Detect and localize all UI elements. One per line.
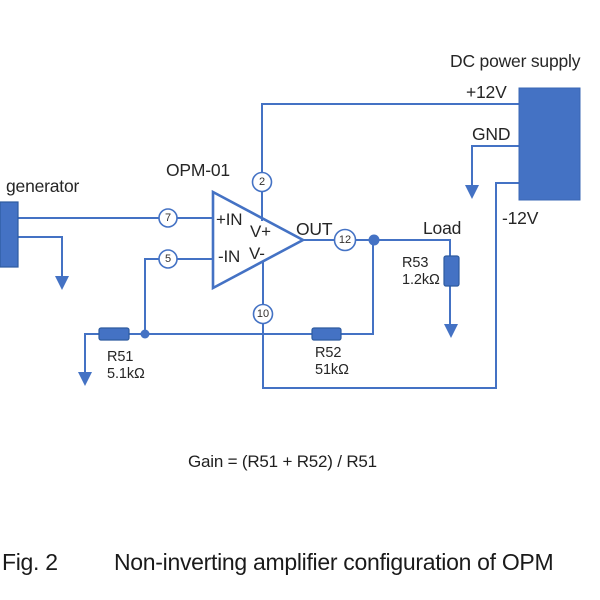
pin-circle-12 xyxy=(333,228,357,252)
power-supply-body xyxy=(518,87,581,201)
generator-label: generator xyxy=(6,176,80,196)
wire-feedback xyxy=(84,240,374,374)
plus12v-label: +12V xyxy=(466,82,507,102)
r51-value: 5.1kΩ xyxy=(107,366,145,382)
gnd-label: GND xyxy=(472,124,511,144)
r53-ref: R53 xyxy=(402,255,429,271)
junction-dot-output xyxy=(368,234,380,246)
in-minus-label: -IN xyxy=(218,247,241,266)
wire-group xyxy=(18,103,519,389)
generator-body xyxy=(0,201,19,268)
power-supply-label: DC power supply xyxy=(450,51,581,71)
pin-circle-5 xyxy=(158,249,178,269)
v-plus-label: V+ xyxy=(250,222,271,241)
wire-vplus-rail xyxy=(261,103,519,221)
r51-label: R51 5.1kΩ xyxy=(107,349,145,383)
caption-fig-number: Fig. 2 xyxy=(2,549,58,575)
gain-formula: Gain = (R51 + R52) / R51 xyxy=(188,452,377,471)
pin-number-12: 12 xyxy=(338,233,352,246)
resistor-body-r52 xyxy=(311,327,342,341)
load-label: Load xyxy=(423,218,462,238)
junction-dot-feedback xyxy=(140,329,150,339)
wire-minus12v-vminus xyxy=(262,182,519,389)
pin-number-2: 2 xyxy=(258,175,266,188)
solid-group xyxy=(0,87,581,386)
opamp-name-label: OPM-01 xyxy=(166,160,230,180)
ground-arrow-gnd xyxy=(465,185,479,199)
v-minus-label: V- xyxy=(249,244,265,263)
pin-circle-10 xyxy=(252,303,274,325)
r51-ref: R51 xyxy=(107,349,134,365)
pin-number-10: 10 xyxy=(256,307,270,320)
pin-circle-2 xyxy=(251,171,273,193)
out-label: OUT xyxy=(296,219,333,239)
opamp-triangle xyxy=(211,189,306,291)
r53-label: R53 1.2kΩ xyxy=(402,255,440,289)
minus12v-label: -12V xyxy=(502,208,539,228)
pin-number-5: 5 xyxy=(164,252,172,265)
resistor-body-r51 xyxy=(98,327,130,341)
wire-gnd xyxy=(471,145,519,187)
r52-label: R52 51kΩ xyxy=(315,345,349,379)
ground-arrow-r51 xyxy=(78,372,92,386)
ground-arrow-r53 xyxy=(444,324,458,338)
in-plus-label: +IN xyxy=(216,210,243,229)
pin-circle-7 xyxy=(158,208,178,228)
ground-arrow-generator xyxy=(55,276,69,290)
caption-text: Non-inverting amplifier configuration of… xyxy=(114,549,554,575)
r52-ref: R52 xyxy=(315,345,342,361)
r52-value: 51kΩ xyxy=(315,362,349,378)
wire-input-minus xyxy=(144,258,213,334)
pin-number-7: 7 xyxy=(164,211,172,224)
r53-value: 1.2kΩ xyxy=(402,272,440,288)
resistor-body-r53 xyxy=(443,255,460,287)
wire-generator-ground xyxy=(18,236,63,277)
